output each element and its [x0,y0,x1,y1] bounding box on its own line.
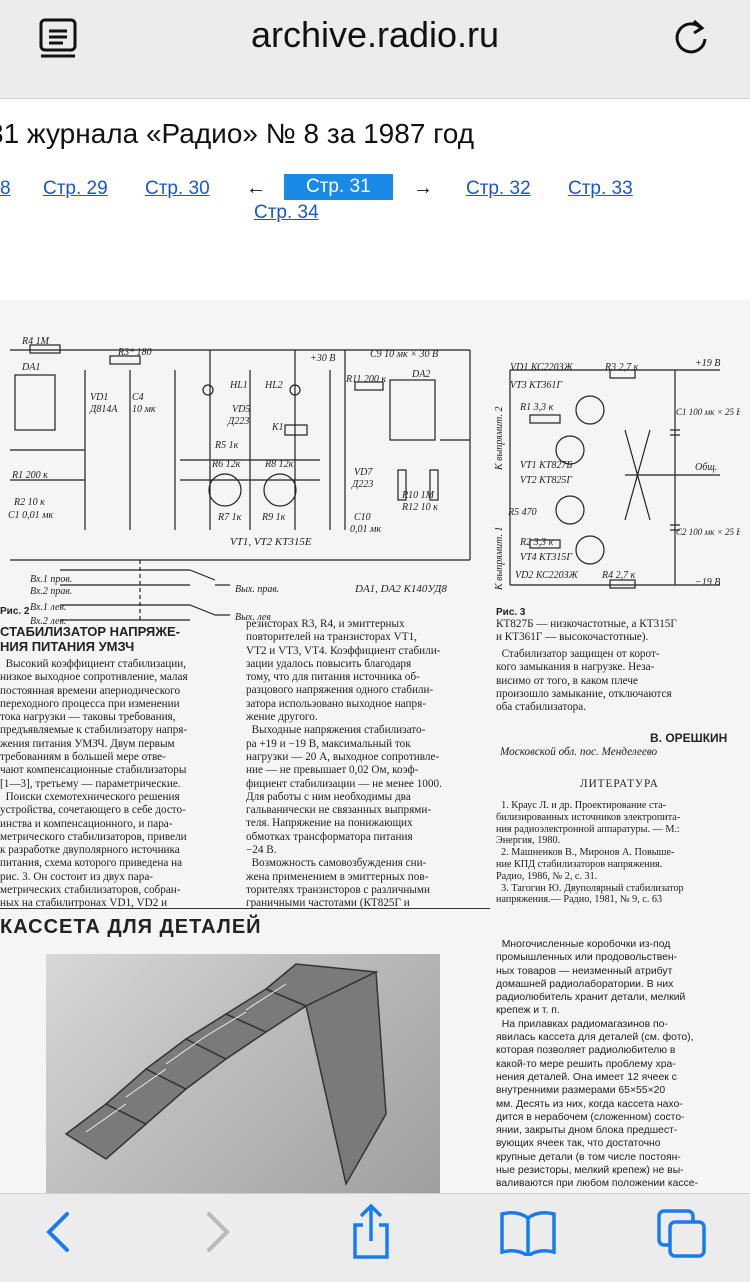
author-name: В. ОРЕШКИН [650,731,728,745]
fig3-caption: КТ827Б — низкочастотные, а КТ315Г и КТ36… [496,618,677,644]
svg-text:C1 0,01 мк: C1 0,01 мк [8,510,54,521]
fig2-output-left: Вых. лев [235,612,271,623]
fig3-label-c1: C1 100 мк × 25 В [676,407,740,417]
svg-text:VD7: VD7 [354,467,373,478]
fig3-label-vt2: VT2 КТ825Г [520,475,572,486]
svg-text:R7 1к: R7 1к [217,512,242,523]
browser-address-bar: archive.radio.ru [0,0,750,99]
svg-text:R8 12к: R8 12к [264,459,294,470]
browser-toolbar [0,1193,750,1282]
tabs-icon[interactable] [654,1206,710,1262]
column-2-text: резисторах R3, R4, и эмиттерных повторит… [246,618,442,910]
article-heading: СТАБИЛИЗАТОР НАПРЯЖЕ- НИЯ ПИТАНИЯ УМЗЧ [0,624,181,654]
page-title: 31 журнала «Радио» № 8 за 1987 год [0,118,475,149]
page-current-31: Стр. 31 [284,174,393,200]
bookmarks-icon[interactable] [496,1208,560,1258]
scanned-magazine-page: R4 1М DA1 R3* 180 +30 В C9 10 мк × 30 В … [0,300,750,1193]
svg-text:DA2: DA2 [411,369,430,380]
fig2-chips-label: DA1, DA2 К140УД8 [354,583,447,595]
page-link-28[interactable]: 8 [0,178,11,199]
fig3-label-rect2: К выпрямит. 2 [494,407,505,472]
fig3-label-vt4: VT4 КТ315Г [520,552,572,563]
fig2-input-4: Вх.2 лев. [30,616,66,627]
svg-text:VD1: VD1 [90,392,108,403]
fig2-label: Рис. 2 [0,606,30,617]
fig3-label-r2: R2 3,3 к [519,537,554,548]
svg-text:+30 В: +30 В [310,353,335,364]
fig3-label-vt3: VT3 КТ361Г [510,380,562,391]
svg-text:C10: C10 [354,512,371,523]
svg-text:HL1: HL1 [229,380,248,391]
svg-text:C9 10 мк × 30 В: C9 10 мк × 30 В [370,349,438,360]
page-link-32[interactable]: Стр. 32 [466,178,531,199]
fig2-input-3: Вх.1 лев. [30,602,66,613]
svg-text:R9 1к: R9 1к [261,512,286,523]
fig3-label-r4: R4 2,7 к [601,570,636,581]
svg-text:R4 1М: R4 1М [21,336,50,347]
svg-text:R11 200 к: R11 200 к [345,374,386,385]
svg-text:R3* 180: R3* 180 [117,347,152,358]
fig2-transistors-label: VT1, VT2 КТ315Е [230,536,312,548]
forward-chevron-icon[interactable] [196,1210,240,1254]
fig3-label-vd1: VD1 КС220ЗЖ [510,362,574,373]
svg-text:HL2: HL2 [264,380,283,391]
svg-text:K1: K1 [271,422,284,433]
url-text[interactable]: archive.radio.ru [250,14,500,55]
fig3-label-r5: R5 470 [507,507,537,518]
fig3-label-plus19: +19 В [695,358,720,369]
svg-text:C4: C4 [132,392,144,403]
literature-heading: ЛИТЕРАТУРА [580,778,659,790]
fig2-output-right: Вых. прав. [235,584,279,595]
svg-text:Д814А: Д814А [89,404,118,415]
page-link-33[interactable]: Стр. 33 [568,178,633,199]
svg-text:Д223: Д223 [351,479,373,490]
article2-text: Многочисленные коробочки из-под промышле… [496,939,699,1193]
page-link-30[interactable]: Стр. 30 [145,178,210,199]
fig3-label-vt1: VT1 КТ827Б [520,460,572,471]
svg-text:DA1: DA1 [21,362,40,373]
fig3-label: Рис. 3 [496,607,526,618]
svg-text:R6 12к: R6 12к [211,459,241,470]
page-link-29[interactable]: Стр. 29 [43,178,108,199]
page-navigation: 8 Стр. 29 Стр. 30 ← Стр. 31 → Стр. 32 Ст… [0,174,750,226]
svg-text:0,01 мк: 0,01 мк [350,524,381,535]
fig3-label-vd2: VD2 КС220ЗЖ [515,570,579,581]
svg-text:R10 1М: R10 1М [401,490,435,501]
svg-text:R2 10 к: R2 10 к [13,497,45,508]
share-icon[interactable] [344,1202,398,1262]
parts-cassette-photo [46,954,440,1193]
column-3-text: Стабилизатор защищен от корот- кого замы… [496,648,672,714]
svg-text:R1 200 к: R1 200 к [11,470,48,481]
back-chevron-icon[interactable] [36,1210,80,1254]
circuit-diagram-fig2: R4 1М DA1 R3* 180 +30 В C9 10 мк × 30 В … [0,336,471,627]
reload-icon[interactable] [668,14,714,60]
page-link-34[interactable]: Стр. 34 [254,202,319,223]
prev-arrow: ← [246,177,266,199]
literature-list: 1. Краус Л. и др. Проектирование ста- би… [496,800,684,906]
article2-heading: КАССЕТА ДЛЯ ДЕТАЛЕЙ [0,916,262,938]
fig3-label-common: Общ. [695,462,717,473]
author-location: Московской обл. пос. Менделеево [500,746,658,758]
fig2-input-2: Вх.2 прав. [30,586,72,597]
fig3-label-r1: R1 3,3 к [519,402,554,413]
svg-text:VD5: VD5 [232,404,250,415]
fig2-input-1: Вх.1 пров. [30,574,72,585]
svg-text:Д223: Д223 [227,416,249,427]
tabs-list-icon[interactable] [36,16,80,60]
svg-text:10 мк: 10 мк [132,404,156,415]
svg-text:R12 10 к: R12 10 к [401,502,438,513]
column-1-text: Высокий коэффициент стабилизации, низкое… [0,658,188,910]
fig3-label-c2: C2 100 мк × 25 В [676,527,740,537]
fig3-label-r3: R3 2,7 к [604,362,639,373]
article-divider [0,908,490,909]
next-arrow: → [413,177,433,199]
circuit-diagram-fig3: VD1 КС220ЗЖ R3 2,7 к +19 В VT3 КТ361Г R1… [494,358,740,592]
fig3-label-rect1: К выпрямит. 1 [494,527,505,592]
svg-text:R5 1к: R5 1к [214,440,239,451]
fig3-label-minus19: −19 В [695,577,720,588]
